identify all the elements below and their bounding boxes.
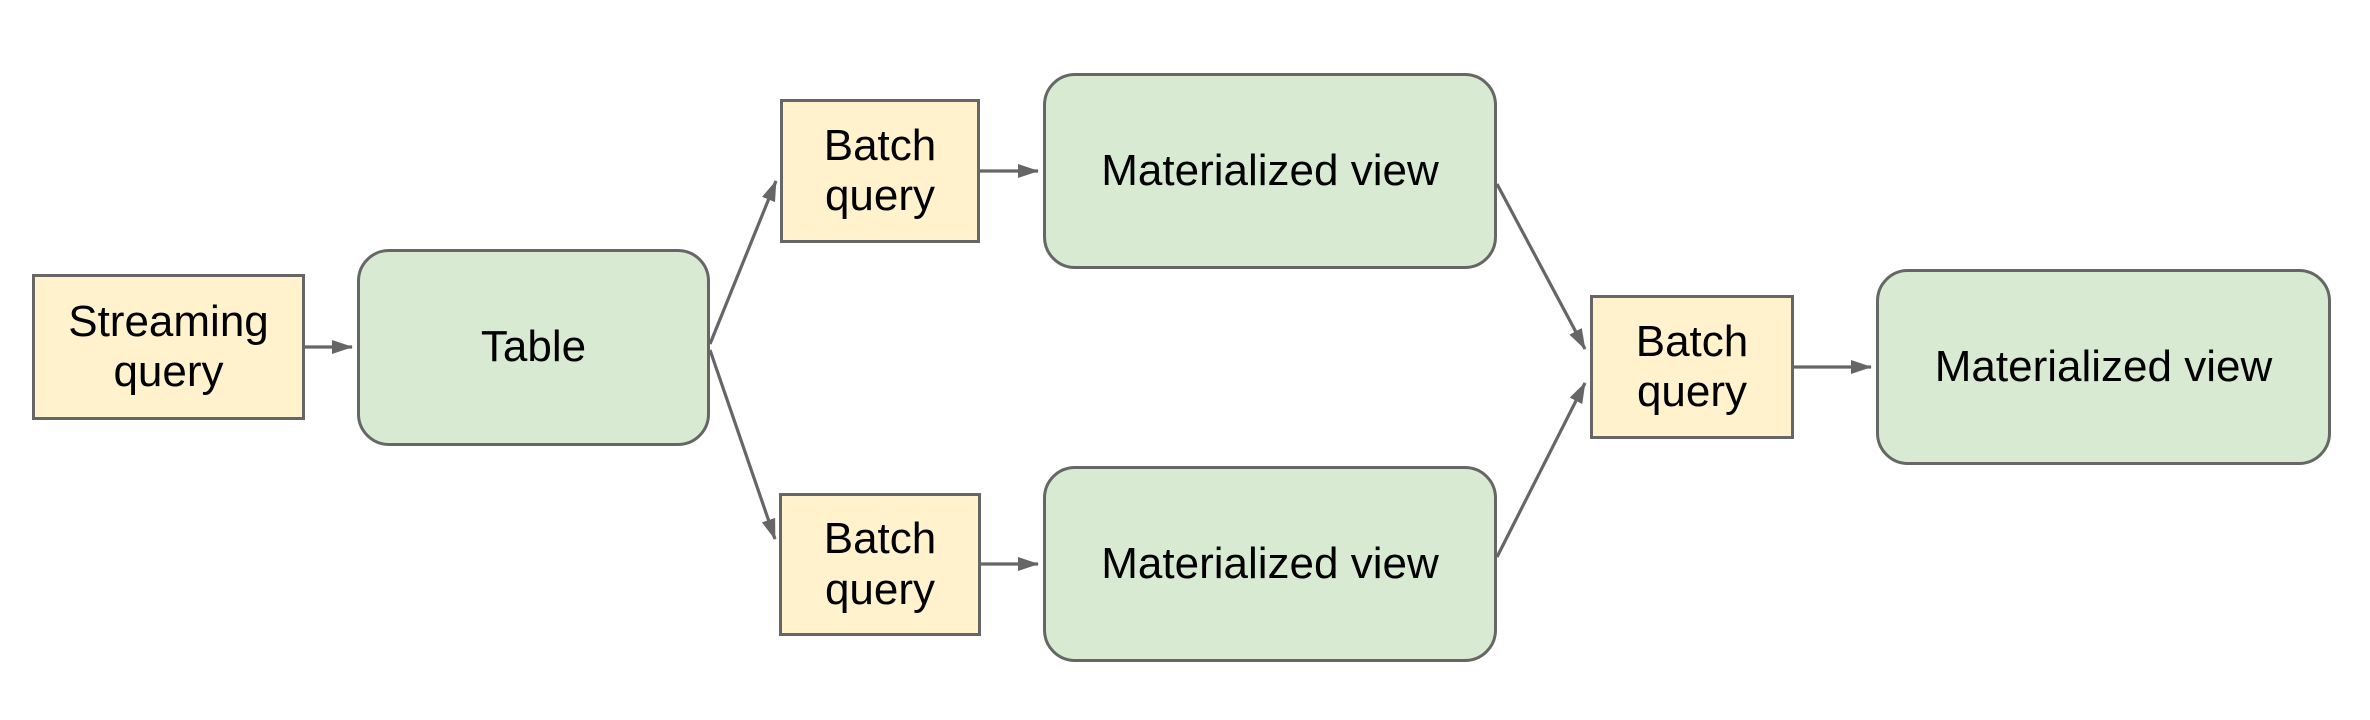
node-materialized-view-top: Materialized view <box>1043 73 1497 269</box>
node-batch-query-top: Batch query <box>780 99 980 243</box>
node-materialized-view-bottom: Materialized view <box>1043 466 1497 662</box>
node-streaming-query-label: Streaming query <box>68 296 269 396</box>
arrow-materialized-view-top-to-batch-query-merge <box>1495 183 1587 350</box>
arrow-table-to-batch-query-top <box>708 180 778 345</box>
arrow-materialized-view-bottom-to-batch-query-merge <box>1495 382 1587 558</box>
node-batch-query-bottom-label: Batch query <box>823 514 937 614</box>
node-materialized-view-bottom-label: Materialized view <box>1101 538 1439 588</box>
arrow-table-to-batch-query-bottom <box>708 349 777 540</box>
node-batch-query-merge-label: Batch query <box>1635 316 1749 416</box>
node-table-label: Table <box>480 322 587 372</box>
node-materialized-view-final: Materialized view <box>1876 269 2331 465</box>
node-materialized-view-final-label: Materialized view <box>1934 341 2273 391</box>
node-batch-query-bottom: Batch query <box>779 493 981 636</box>
node-streaming-query: Streaming query <box>32 274 305 420</box>
node-batch-query-top-label: Batch query <box>823 120 937 220</box>
node-table: Table <box>357 249 710 446</box>
node-batch-query-merge: Batch query <box>1590 295 1794 439</box>
node-materialized-view-top-label: Materialized view <box>1101 145 1439 195</box>
